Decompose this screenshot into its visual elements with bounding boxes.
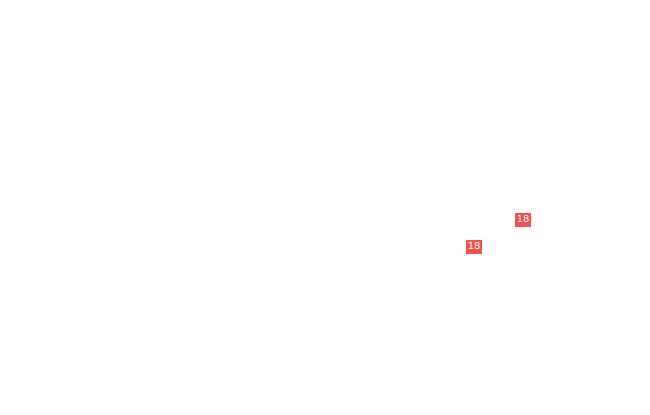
number-badge[interactable]: 18 bbox=[515, 213, 531, 227]
number-badge[interactable]: 18 bbox=[466, 240, 482, 254]
